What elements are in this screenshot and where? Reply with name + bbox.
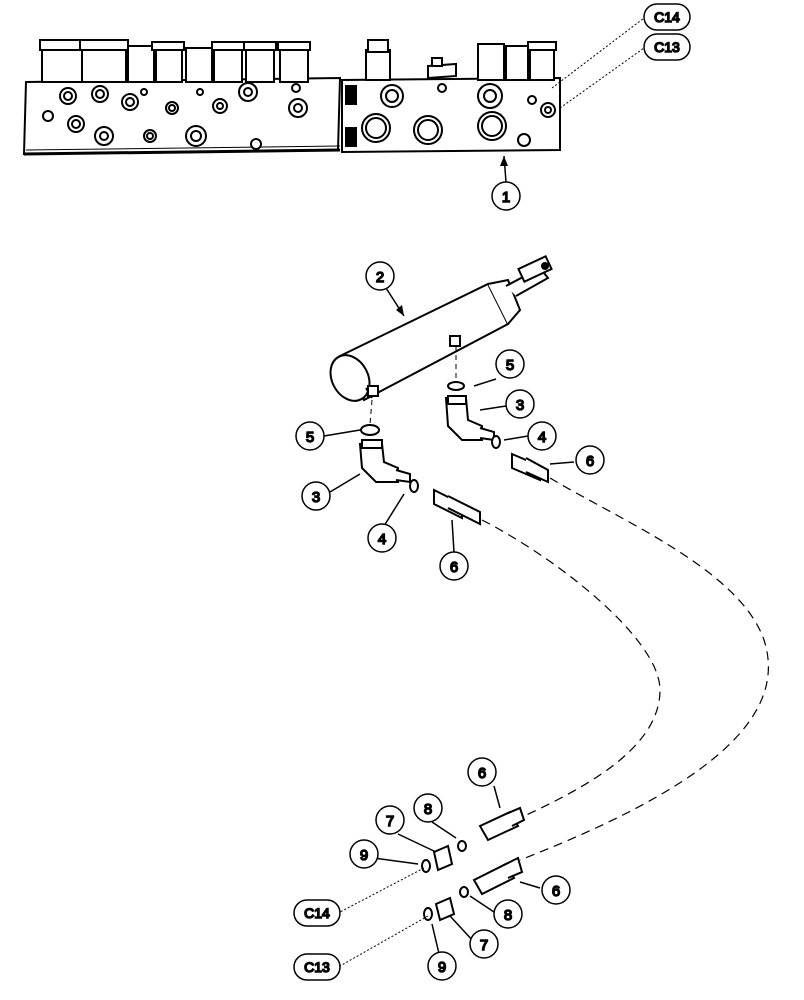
- callout-item-9-b: 9: [427, 951, 457, 981]
- svg-text:5: 5: [506, 357, 514, 374]
- svg-text:6: 6: [586, 453, 594, 470]
- callout-item-2: 2: [365, 261, 395, 291]
- svg-text:7: 7: [386, 813, 394, 830]
- svg-text:6: 6: [552, 883, 560, 900]
- svg-text:4: 4: [538, 429, 546, 446]
- svg-text:5: 5: [306, 429, 314, 446]
- svg-text:6: 6: [450, 559, 458, 576]
- callout-leaders: [323, 378, 575, 959]
- svg-text:9: 9: [438, 959, 446, 976]
- callout-item-5-lower: 5: [295, 421, 325, 451]
- svg-text:8: 8: [424, 801, 432, 818]
- port-leader-lines-bottom: [339, 867, 429, 967]
- svg-text:3: 3: [516, 397, 524, 414]
- svg-text:4: 4: [378, 531, 386, 548]
- svg-text:7: 7: [480, 937, 488, 954]
- svg-text:C13: C13: [304, 959, 330, 975]
- valve-solenoids: [39, 39, 557, 83]
- cylinder: [329, 254, 553, 402]
- port-leader-lines-top: [551, 17, 645, 109]
- port-tag-c14-top: C14: [643, 3, 691, 31]
- callout-item-1: 1: [491, 181, 521, 211]
- svg-text:6: 6: [478, 765, 486, 782]
- port-tag-c13-top: C13: [643, 33, 691, 61]
- bottom-fittings: [421, 806, 526, 922]
- svg-text:9: 9: [360, 847, 368, 864]
- svg-text:C14: C14: [304, 905, 330, 921]
- callout-item-4-upper: 4: [527, 421, 557, 451]
- callout-item-8-b: 8: [493, 899, 523, 929]
- callout-item-6-bottom-a: 6: [467, 757, 497, 787]
- svg-text:8: 8: [504, 907, 512, 924]
- callout-item-8-a: 8: [413, 793, 443, 823]
- callout-item-4-lower: 4: [367, 523, 397, 553]
- svg-text:2: 2: [376, 269, 384, 286]
- port-tag-c13-bottom: C13: [293, 953, 341, 981]
- svg-text:C13: C13: [654, 39, 680, 55]
- port-tag-c14-bottom: C14: [293, 899, 341, 927]
- valve-ports: [42, 82, 556, 150]
- callout-item-6-bottom-b: 6: [541, 875, 571, 905]
- lower-fitting-group: [358, 424, 481, 526]
- callout-item-7-b: 7: [469, 929, 499, 959]
- callout-item-7-a: 7: [375, 805, 405, 835]
- callout-item-6-lower: 6: [439, 551, 469, 581]
- svg-text:C14: C14: [654, 9, 680, 25]
- callout-circles: 1 2 3 3 4 4 5 5 6 6 6 6: [295, 181, 605, 981]
- svg-text:3: 3: [312, 489, 320, 506]
- callout-item-3-lower: 3: [301, 481, 331, 511]
- svg-text:1: 1: [502, 189, 510, 206]
- valve-block: [22, 39, 561, 156]
- port-tags: C14 C13 C14 C13: [293, 3, 691, 981]
- upper-fitting-group: [444, 381, 549, 484]
- callout-item-6-upper: 6: [575, 445, 605, 475]
- callout-item-5-upper: 5: [495, 349, 525, 379]
- hose-paths: [481, 477, 769, 861]
- callout-item-3-upper: 3: [505, 389, 535, 419]
- callout-item-9-a: 9: [349, 839, 379, 869]
